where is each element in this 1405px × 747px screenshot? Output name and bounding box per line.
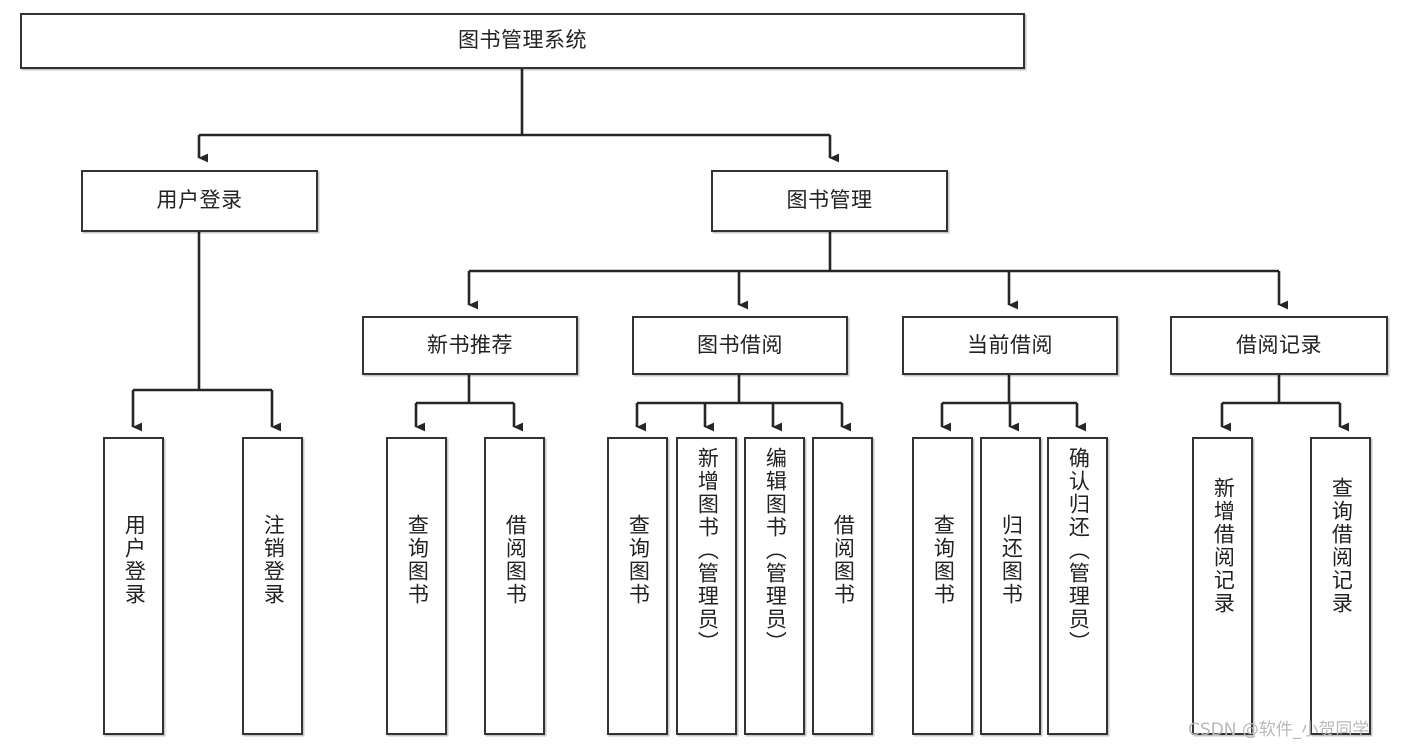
node-leaf-query-record[interactable]: 查询借阅记录 (1310, 437, 1371, 735)
node-leaf-add-record-label: 新增借阅记录 (1211, 477, 1236, 615)
node-user-login[interactable]: 用户登录 (81, 170, 318, 232)
node-book-manage[interactable]: 图书管理 (711, 170, 948, 232)
node-leaf-borrow-book-2-label: 借阅图书 (831, 514, 856, 606)
node-leaf-query-book-2-label: 查询图书 (626, 514, 651, 606)
node-leaf-add-record[interactable]: 新增借阅记录 (1192, 437, 1253, 735)
node-leaf-edit-book[interactable]: 编辑图书（管理员） (744, 437, 805, 735)
node-leaf-borrow-book-1-label: 借阅图书 (503, 514, 528, 606)
node-book-manage-label: 图书管理 (786, 188, 873, 213)
node-leaf-return-book[interactable]: 归还图书 (980, 437, 1041, 735)
node-current-borrow[interactable]: 当前借阅 (902, 316, 1118, 375)
node-book-borrow-label: 图书借阅 (697, 332, 783, 357)
node-leaf-return-book-label: 归还图书 (999, 514, 1024, 606)
node-leaf-add-book-label: 新增图书（管理员） (695, 447, 720, 654)
csdn-watermark: CSDN @软件_小贺同学 (1188, 720, 1370, 740)
node-leaf-query-book-1[interactable]: 查询图书 (386, 437, 447, 735)
node-leaf-edit-book-label: 编辑图书（管理员） (763, 447, 788, 654)
node-leaf-logout[interactable]: 注销登录 (242, 437, 303, 735)
node-leaf-user-login[interactable]: 用户登录 (103, 437, 164, 735)
node-user-login-label: 用户登录 (156, 188, 243, 213)
node-current-borrow-label: 当前借阅 (967, 332, 1053, 357)
node-leaf-borrow-book-2[interactable]: 借阅图书 (812, 437, 873, 735)
node-new-book-recommend[interactable]: 新书推荐 (362, 316, 578, 375)
node-leaf-add-book[interactable]: 新增图书（管理员） (676, 437, 737, 735)
node-leaf-confirm-return[interactable]: 确认归还（管理员） (1047, 437, 1108, 735)
node-leaf-user-login-label: 用户登录 (122, 514, 147, 606)
node-leaf-borrow-book-1[interactable]: 借阅图书 (484, 437, 545, 735)
node-leaf-query-book-1-label: 查询图书 (405, 514, 430, 606)
node-borrow-record-label: 借阅记录 (1236, 332, 1322, 357)
node-new-book-recommend-label: 新书推荐 (427, 332, 513, 357)
node-leaf-query-book-3-label: 查询图书 (931, 514, 956, 606)
node-leaf-query-book-2[interactable]: 查询图书 (607, 437, 668, 735)
node-root-label: 图书管理系统 (458, 28, 587, 53)
node-book-borrow[interactable]: 图书借阅 (632, 316, 848, 375)
node-leaf-query-record-label: 查询借阅记录 (1329, 477, 1354, 615)
node-root[interactable]: 图书管理系统 (20, 13, 1025, 69)
node-leaf-logout-label: 注销登录 (261, 514, 286, 606)
node-leaf-confirm-return-label: 确认归还（管理员） (1066, 447, 1091, 654)
node-leaf-query-book-3[interactable]: 查询图书 (912, 437, 973, 735)
node-borrow-record[interactable]: 借阅记录 (1170, 316, 1388, 375)
